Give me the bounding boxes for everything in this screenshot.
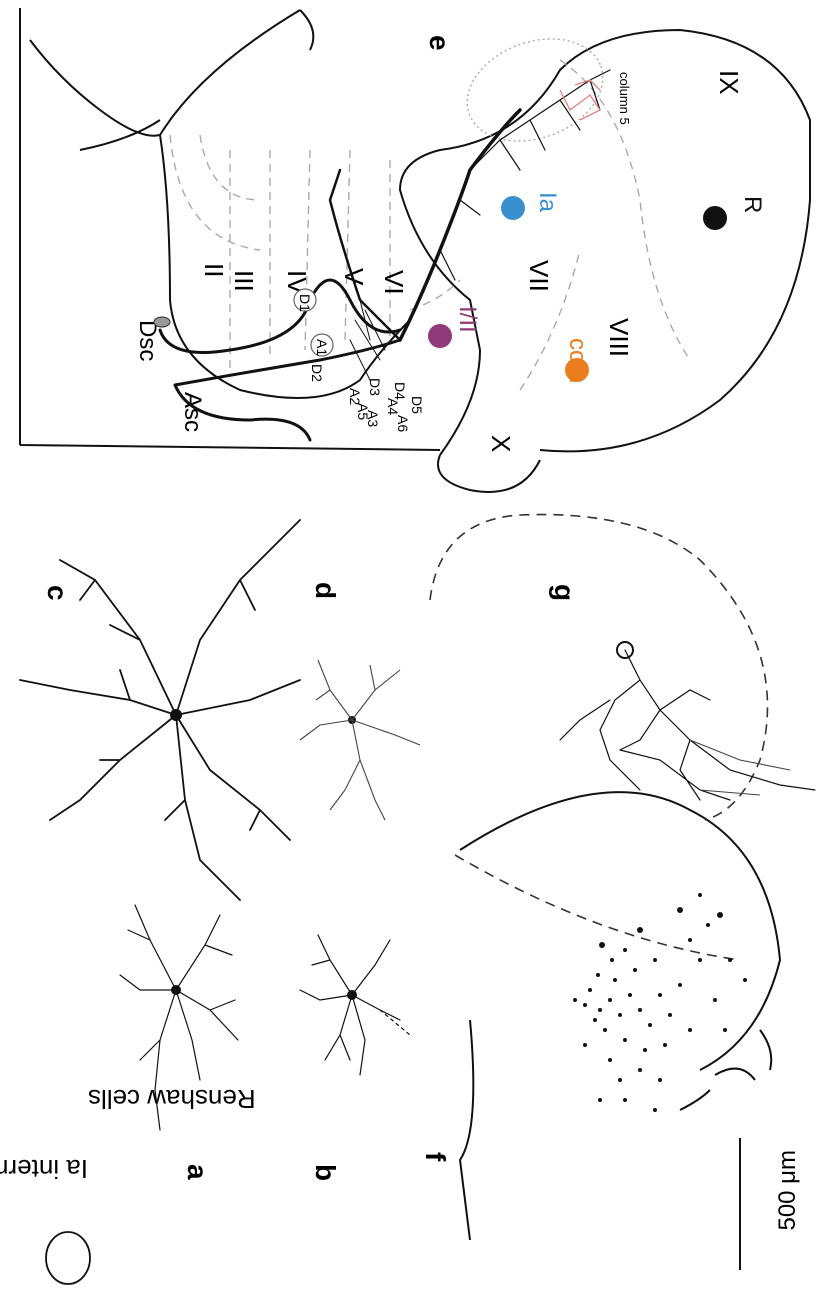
panel-g: g [430,515,815,820]
e-gray-matter-outline [400,30,810,455]
panel-label-g: g [549,584,580,601]
f-central-canal-arcs [680,1030,771,1110]
neuron-c [20,520,300,900]
legend-renshaw-cells: Renshaw cells [88,1084,256,1114]
panel-label-b: b [310,1164,341,1181]
e-dorsal-outline [30,10,410,398]
lamina-VIII: VIII [604,318,634,357]
legend: Ia interneurons Renshaw cells [0,1084,256,1284]
scale-bar-label: 500 μm [774,1150,801,1231]
cell-group-ia-label: Ia [534,192,561,213]
panel-label-c: c [42,585,73,601]
cell-group-i-ii-dot [428,324,452,348]
branch-label-d5: D5 [409,396,425,414]
panel-label-d: d [310,582,341,599]
branch-label-d3: D3 [367,378,383,396]
cell-group-ia-dot [501,196,525,220]
panel-label-a: a [182,1164,213,1180]
renshaw-legend-circle [46,1232,90,1284]
branch-label-a4: A4 [385,398,401,415]
panel-label-e: e [424,35,455,51]
lamina-II: II [199,263,229,277]
cell-group-r-dot [703,206,727,230]
panel-e: e II III IV V VI VII VIII IX X Dsc Asc [20,8,810,492]
branch-label-a3: A3 [365,410,381,427]
panel-c: c [20,520,300,900]
e-axon-collaterals [440,70,610,280]
f-dashed-border [455,855,740,960]
branch-label-d2: D2 [309,364,325,382]
branch-label-a6: A6 [395,415,411,432]
e-lamina-I-border [170,135,260,250]
column-5-label: column 5 [617,72,632,125]
branch-label-d4: D4 [392,382,408,400]
lamina-VII: VII [524,260,554,292]
branch-label-d1: D1 [297,294,313,312]
panel-d: d [300,582,420,820]
panel-label-f: f [420,1152,451,1162]
lamina-III: III [229,270,259,292]
panel-f: f 500 μm [420,792,801,1270]
cell-group-i-ii-label: I/II [454,306,481,333]
neuron-g [560,642,815,800]
cell-group-com-label: com [564,338,591,383]
lamina-VI: VI [379,270,409,295]
panel-b: b [300,935,410,1181]
branch-label-a1: A1 [314,339,330,356]
scale-bar: 500 μm [740,1138,801,1270]
cell-group-r-label: R [739,196,766,213]
neuron-d [300,660,420,820]
panel-a: a [120,905,238,1180]
tract-dsc-marker [154,317,170,327]
lamina-IX: IX [714,70,744,95]
e-canal-outline [438,455,540,492]
neuron-b [300,935,410,1075]
legend-ia-interneurons: Ia interneurons [0,1154,88,1184]
renshaw-cell-cluster [573,893,747,1112]
lamina-X: X [486,435,516,452]
g-dashed-outline [430,515,768,820]
